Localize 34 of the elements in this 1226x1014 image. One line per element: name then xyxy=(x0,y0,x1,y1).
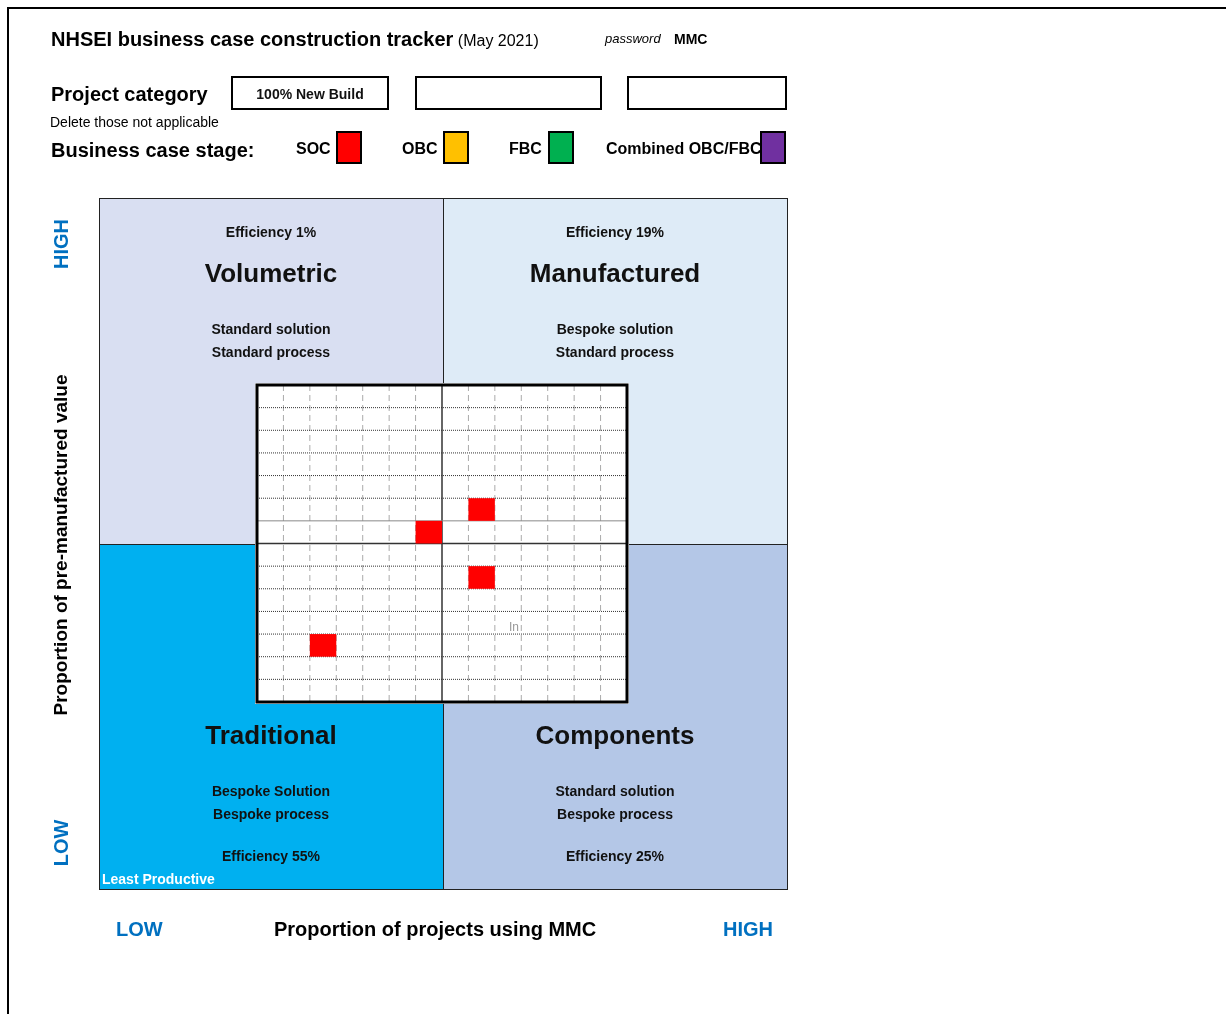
axis-title: Proportion of pre-manufactured value xyxy=(50,374,72,716)
quadrant-description: Standard solution Bespoke process xyxy=(554,782,676,824)
password-value: MMC xyxy=(674,31,708,47)
category-box xyxy=(231,76,389,110)
blank-box xyxy=(627,76,787,110)
quadrant-title: Manufactured xyxy=(528,258,702,289)
quadrant-title: Components xyxy=(534,720,696,751)
cell-text: In xyxy=(509,620,519,634)
field-label: Business case stage: xyxy=(51,139,255,162)
axis-title: Proportion of projects using MMC xyxy=(274,918,597,941)
quadrant-title: Traditional xyxy=(204,720,338,751)
field-label: Project category xyxy=(51,83,208,106)
efficiency-text: Efficiency 25% xyxy=(564,848,666,864)
efficiency-text: Efficiency 1% xyxy=(224,224,318,240)
blank-box xyxy=(415,76,602,110)
quadrant-note: Least Productive xyxy=(102,871,215,887)
instruction-note: Delete those not applicable xyxy=(50,114,219,130)
legend-label: FBC xyxy=(509,140,542,158)
legend-label: Combined OBC/FBC xyxy=(606,140,762,158)
field-label: password xyxy=(605,31,661,46)
quadrant-description: Bespoke Solution Bespoke process xyxy=(210,782,332,824)
axis-label: LOW xyxy=(49,819,73,867)
title: NHSEI business case construction tracker (May 2021) xyxy=(51,28,539,51)
axis-label: HIGH xyxy=(49,219,73,269)
axis-label: LOW xyxy=(116,918,163,941)
quadrant-title: Volumetric xyxy=(203,258,339,289)
efficiency-text: Efficiency 55% xyxy=(220,848,322,864)
quadrant-description: Standard solution Standard process xyxy=(210,320,332,362)
box-text: 100% New Build xyxy=(255,86,365,102)
legend-label: SOC xyxy=(296,140,331,158)
axis-label: HIGH xyxy=(723,918,773,941)
legend-label: OBC xyxy=(402,140,438,158)
efficiency-text: Efficiency 19% xyxy=(564,224,666,240)
quadrant-description: Bespoke solution Standard process xyxy=(554,320,676,362)
